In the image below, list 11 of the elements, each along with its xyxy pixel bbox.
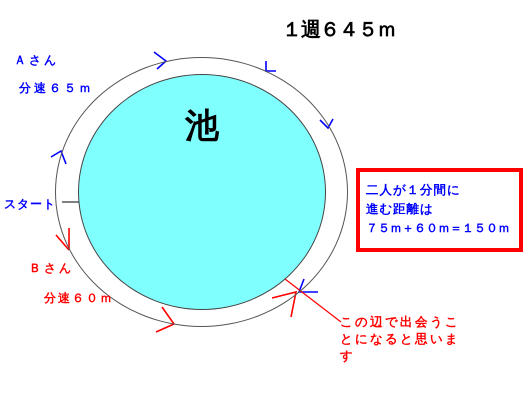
speed-label: 分速６５ｍ <box>19 80 94 97</box>
title: １週６４５ｍ <box>282 16 396 43</box>
runner-label: Ａさん <box>14 52 59 69</box>
equation-text: ７５ｍ＋６０ｍ＝１５０ｍ <box>366 220 510 237</box>
note-text: この辺で出会うことになると思います <box>340 313 464 368</box>
runner-label: Ｂさん <box>29 260 74 277</box>
leader-line <box>284 278 342 322</box>
speed-label: 分速６０ｍ <box>44 290 114 307</box>
note-box <box>356 168 523 252</box>
start-label: スタート <box>4 196 56 213</box>
note-text: 二人が１分間に進む距離は <box>366 181 462 218</box>
